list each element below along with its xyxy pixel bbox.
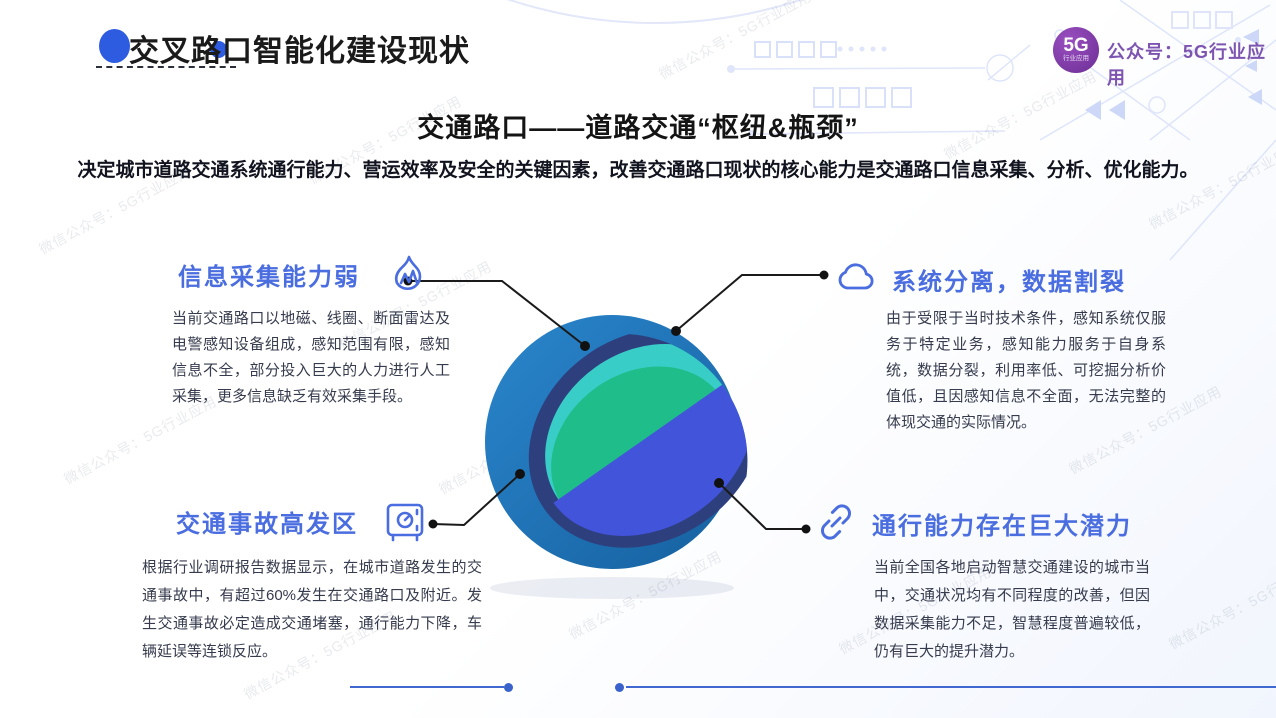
footer-dot-right — [615, 683, 624, 692]
quadrant-title-accident-zone: 交通事故高发区 — [176, 511, 358, 538]
footer-line-left — [350, 686, 504, 688]
hero-subtitle: 决定城市道路交通系统通行能力、营运效率及安全的关键因素，改善交通路口现状的核心能… — [77, 160, 1199, 181]
flame-icon — [390, 254, 428, 296]
hero-title: 交通路口——道路交通“枢纽&瓶颈” — [417, 113, 859, 143]
title-dashed-underline — [96, 66, 236, 68]
quadrant-body-accident-zone: 根据行业调研报告数据显示，在城市道路发生的交通事故中，有超过60%发生在交通路口… — [142, 559, 482, 660]
footer-dot-left — [504, 683, 513, 692]
top-arc — [506, 0, 804, 24]
footer-line-right — [626, 686, 1276, 688]
cutaway-sphere-graphic — [485, 315, 764, 599]
quadrant-title-info-collection: 信息采集能力弱 — [178, 264, 360, 291]
watermark-text: 微信公众号：5G行业应用 — [1166, 557, 1276, 653]
safe-icon — [384, 500, 426, 544]
watermark-text: 微信公众号：5G行业应用 — [1146, 137, 1276, 233]
quadrant-body-capacity-potential: 当前全国各地启动智慧交通建设的城市当中，交通状况均有不同程度的改善，但因数据采集… — [874, 559, 1150, 660]
5g-logo-subtext: 行业应用 — [1063, 55, 1089, 62]
cloud-icon — [834, 260, 880, 294]
sphere-inner-lower — [553, 372, 754, 536]
link-icon — [814, 500, 858, 544]
5g-logo: 5G 行业应用 — [1053, 27, 1099, 73]
quadrant-body-system-separation: 由于受限于当时技术条件，感知系统仅服务于特定业务，感知能力服务于自身系统，数据分… — [886, 310, 1166, 431]
title-bullet-large — [99, 29, 130, 63]
square-row-3 — [1171, 11, 1233, 29]
quadrant-body-info-collection: 当前交通路口以地磁、线圈、断面雷达及电警感知设备组成，感知范围有限，感知信息不全… — [172, 310, 450, 405]
5g-logo-text: 5G — [1063, 35, 1089, 56]
quadrant-title-system-separation: 系统分离，数据割裂 — [892, 269, 1126, 296]
quadrant-title-capacity-potential: 通行能力存在巨大潜力 — [872, 513, 1132, 540]
square-row-1 — [754, 41, 837, 58]
account-label: 公众号：5G行业应用 — [1107, 42, 1267, 88]
square-row-2 — [813, 87, 912, 108]
title-bullet-small — [210, 41, 227, 58]
node-circle — [986, 54, 1014, 82]
sphere-shadow — [490, 577, 734, 599]
watermark-text: 微信公众号：5G行业应用 — [656, 0, 815, 83]
page-title: 交叉路口智能化建设现状 — [129, 35, 470, 68]
